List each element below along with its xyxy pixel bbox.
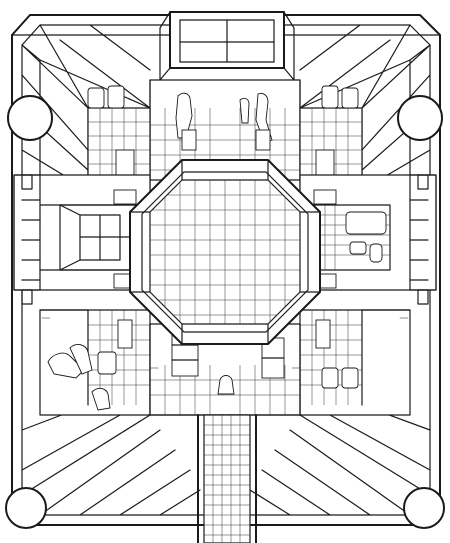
armchair (107, 85, 125, 109)
person-figure (91, 387, 111, 411)
chair (113, 189, 137, 205)
armchair (321, 367, 339, 389)
column-right-lower (403, 487, 445, 529)
column-right-upper (397, 95, 443, 141)
chair (181, 129, 197, 151)
armchair (97, 351, 117, 375)
armchair (341, 87, 359, 109)
armchair (315, 319, 331, 349)
column-left-upper (7, 95, 53, 141)
armchair (321, 85, 339, 109)
armchair (117, 319, 133, 349)
corner-wing-bottom-right (249, 404, 431, 516)
room-bottom-left (39, 309, 151, 416)
room-bottom-center (149, 323, 301, 416)
top-skylight (159, 11, 295, 81)
person-figure (69, 344, 93, 375)
armchair (87, 87, 105, 109)
person-figure (47, 352, 85, 379)
central-octagon (129, 159, 321, 345)
room-bottom-right (299, 309, 411, 416)
toilet (369, 243, 383, 263)
chair (255, 129, 271, 151)
bathtub (345, 211, 387, 235)
column-left-lower (5, 487, 47, 529)
corridor-south (197, 414, 257, 543)
armchair (341, 367, 359, 389)
room-top-center (149, 79, 301, 181)
door-markers (21, 174, 429, 369)
person-figure (217, 375, 235, 395)
corner-wing-bottom-left (21, 404, 201, 516)
person-figure (239, 97, 250, 124)
sink (349, 241, 367, 255)
chair (313, 189, 337, 205)
